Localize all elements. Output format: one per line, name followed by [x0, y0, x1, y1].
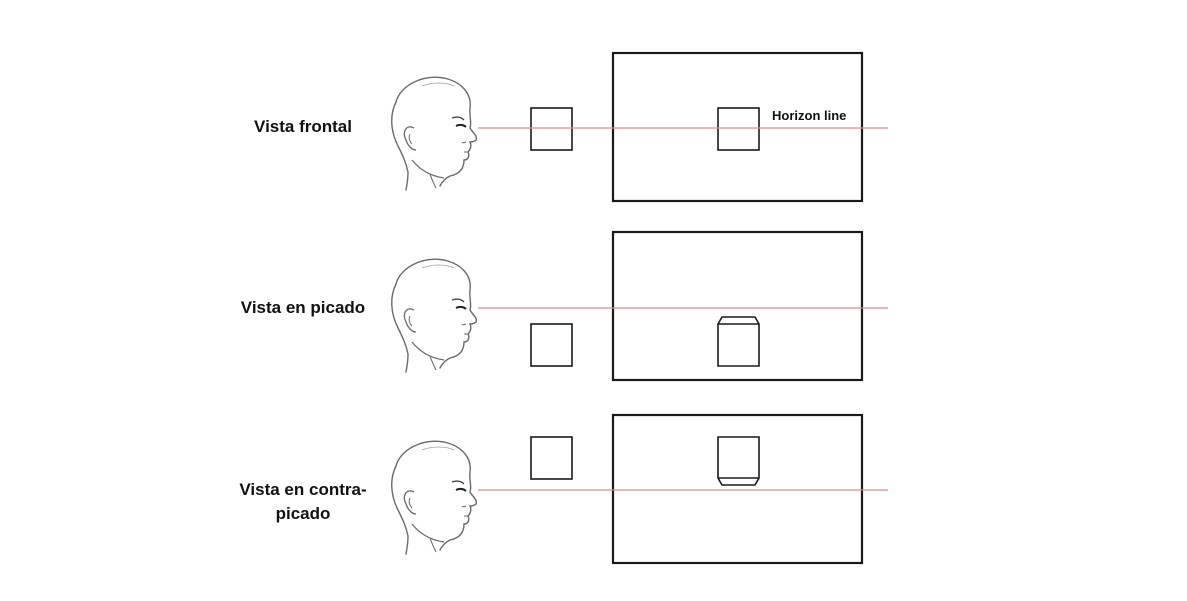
cube-near-picado [530, 323, 573, 367]
row-label-picado: Vista en picado [240, 298, 366, 317]
horizon-line-label: Horizon line [772, 108, 847, 123]
head-sketch-contrapicado [390, 440, 478, 555]
row-picado [390, 230, 888, 382]
row-contrapicado [390, 413, 888, 565]
frame-frontal [611, 51, 864, 203]
head-sketch-frontal [390, 76, 478, 191]
row-label-frontal: Vista frontal [254, 117, 352, 136]
cube-near-frontal [530, 107, 573, 151]
frame-contrapicado [611, 413, 864, 565]
cube-in-frame-frontal [717, 107, 760, 151]
cube-near-contrapicado [530, 436, 573, 480]
row-label-contrapicado: Vista en contra- picado [239, 480, 367, 523]
frame-picado [611, 230, 864, 382]
row-frontal [390, 51, 888, 203]
head-sketch-picado [390, 258, 478, 373]
